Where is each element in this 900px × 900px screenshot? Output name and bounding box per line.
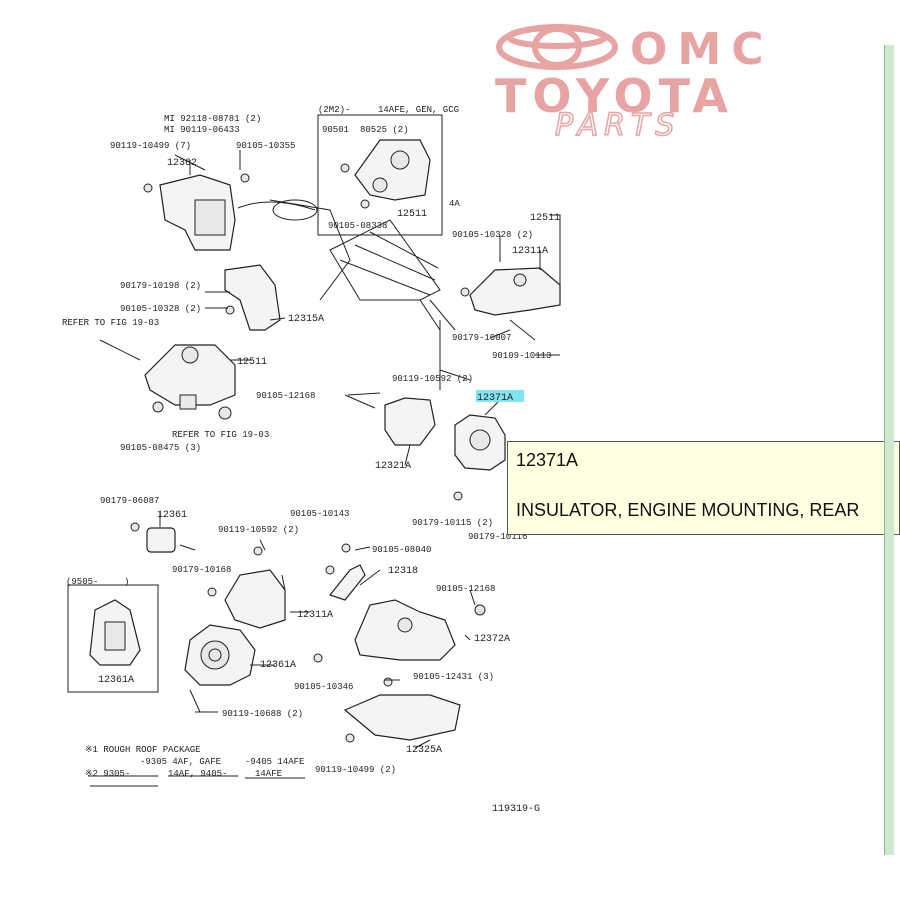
label[interactable]: 12311A [297,610,333,621]
label[interactable]: ) [124,577,129,587]
inset-box-gen [317,114,443,236]
label: 14AFE [255,769,282,779]
label[interactable]: 12511 [237,357,267,368]
rear-insulator-12371a-part [453,414,506,501]
label[interactable]: 12362 [167,158,197,169]
label[interactable]: 12361A [98,675,134,686]
label[interactable]: 90179-10116 [468,532,527,542]
label[interactable]: 12511 [530,213,560,224]
left-mount-12511-part [99,339,236,420]
insulator-12361a-part [184,624,323,713]
insulator-12361-part [130,522,176,553]
label[interactable]: 14AFE, GEN, GCG [378,105,459,115]
label[interactable]: (9505- [66,577,98,587]
label-highlight [476,390,524,402]
label[interactable]: 90109-10113 [492,351,551,361]
bracket-12315a-part [224,264,281,331]
label[interactable]: 80525 (2) [360,125,409,135]
watermark-omc: OMC [630,24,773,75]
inset-box-9505 [67,584,159,693]
label[interactable]: 90105-08338 [328,221,387,231]
label-highlighted[interactable]: 12371A [477,393,513,404]
bracket-12311a-part [207,546,286,629]
watermark-parts: PARTS [555,108,680,143]
tooltip-part-code: 12371A [516,450,579,470]
insulator-12361a-inset-part [89,599,141,666]
label[interactable]: 90105-10328 (2) [120,304,201,314]
label[interactable]: 90119-10688 (2) [222,709,303,719]
label[interactable]: 90105-10143 [290,509,349,519]
label: 14AF, 9405- [168,769,227,779]
label[interactable]: 12361A [260,660,296,671]
right-mount-4a-part [460,267,561,341]
label[interactable]: 12318 [388,566,418,577]
label[interactable]: 90105-10355 [236,141,295,151]
label: ※2 9305- [85,769,130,779]
label[interactable]: 90119-10499 (7) [110,141,191,151]
label[interactable]: 12315A [288,314,324,325]
tooltip-part-name: INSULATOR, ENGINE MOUNTING, REAR [516,500,860,520]
label[interactable]: 90105-10328 (2) [452,230,533,240]
label[interactable]: 12321A [375,461,411,472]
plate-12325a-part [343,677,461,743]
label[interactable]: 90105-12168 [256,391,315,401]
label[interactable]: 90179-10168 [172,565,231,575]
label[interactable]: (2M2)- [318,105,350,115]
inset-bracket-part [340,139,431,209]
part-tooltip: 12371A INSULATOR, ENGINE MOUNTING, REAR [507,441,900,535]
label: -9305 4AF, GAFE [140,757,221,767]
toyota-emblem-icon [496,24,618,70]
upper-left-mount-part [143,173,250,251]
label[interactable]: 12372A [474,634,510,645]
label[interactable]: 90179-10007 [452,333,511,343]
label[interactable]: 12361 [157,510,187,521]
label[interactable]: 90105-12431 (3) [413,672,494,682]
label[interactable]: 90119-10592 (2) [218,525,299,535]
label[interactable]: 90105-10346 [294,682,353,692]
label[interactable]: 12311A [512,246,548,257]
label[interactable]: 90179-06087 [100,496,159,506]
label[interactable]: 90105-12168 [436,584,495,594]
label[interactable]: 90501 [322,125,349,135]
label[interactable]: 90105-08475 (3) [120,443,201,453]
label[interactable]: 12511 [397,209,427,220]
vertical-scrollbar[interactable] [884,45,894,855]
label[interactable]: 90119-10592 (2) [392,374,473,384]
label: -9405 14AFE [245,757,304,767]
label[interactable]: 12325A [406,745,442,756]
label[interactable]: 90119-10499 (2) [315,765,396,775]
label[interactable]: 90179-10198 (2) [120,281,201,291]
omc-toyota-parts-watermark: OMC TOYOTA PARTS [495,24,773,144]
diagram-id: 119319-G [492,804,540,815]
bracket-12372a-part [354,599,486,661]
watermark-toyota: TOYOTA [495,69,734,123]
label[interactable]: 90179-10115 (2) [412,518,493,528]
label[interactable]: MI 92118-08781 (2) [164,114,261,124]
label[interactable]: 90105-08040 [372,545,431,555]
label: ※1 ROUGH ROOF PACKAGE [85,745,201,755]
label[interactable]: REFER TO FIG 19-03 [62,318,159,328]
label[interactable]: 4A [449,199,460,209]
part-labels: MI 92118-08781 (2) MI 90119-06433 90119-… [62,105,560,815]
leader-lines [88,150,561,787]
label[interactable]: REFER TO FIG 19-03 [172,430,269,440]
bracket-12321a-part [344,394,436,446]
label[interactable]: MI 90119-06433 [164,125,240,135]
stay-12318-part [325,543,366,601]
